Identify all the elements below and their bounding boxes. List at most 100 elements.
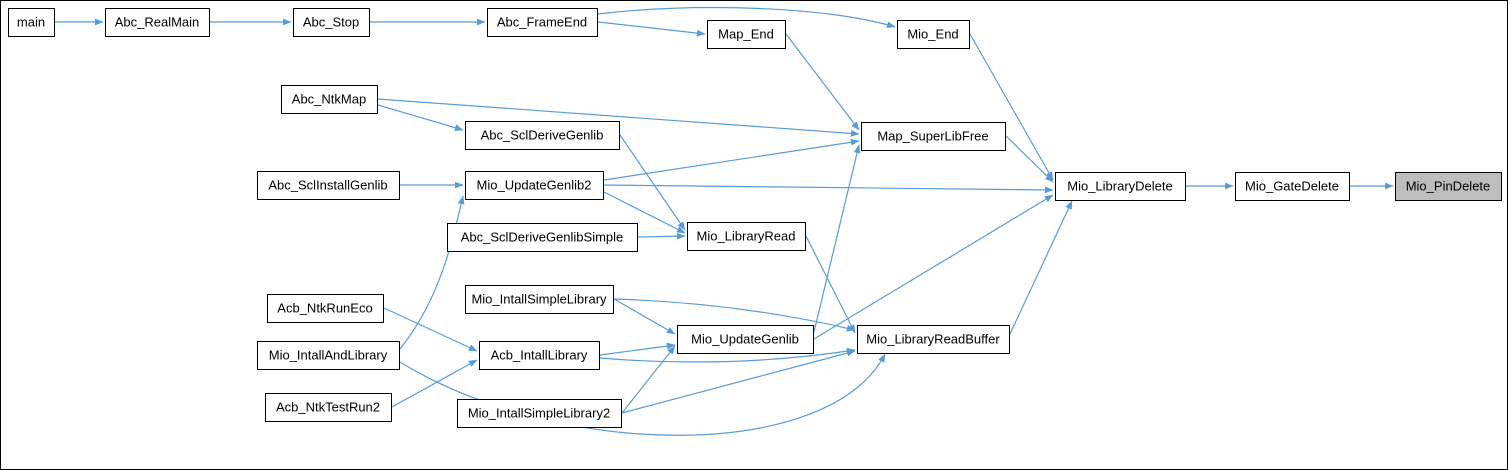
node-box <box>105 8 210 37</box>
node-label: Mio_UpdateGenlib <box>691 332 799 347</box>
edge-Abc_SclDeriveGenlibSimple-Mio_LibraryRead <box>637 232 686 240</box>
edge-Mio_IntallSimpleLibrary-Mio_UpdateGenlib <box>613 298 676 335</box>
node-Abc_Stop[interactable]: Abc_Stop <box>293 8 370 37</box>
node-Mio_GateDelete[interactable]: Mio_GateDelete <box>1235 172 1350 201</box>
node-label: Mio_LibraryDelete <box>1067 179 1173 194</box>
edge-Mio_End-Mio_LibraryDelete <box>969 33 1054 181</box>
node-box <box>677 325 814 354</box>
edge-Mio_UpdateGenlib-Map_SuperLibFree <box>813 144 861 333</box>
node-Mio_LibraryRead[interactable]: Mio_LibraryRead <box>687 222 806 251</box>
edge-Acb_NtkTestRun2-Acb_IntallLibrary <box>391 359 478 408</box>
node-label: Abc_RealMain <box>115 15 200 30</box>
node-box <box>257 341 400 370</box>
node-Map_End[interactable]: Map_End <box>707 20 786 49</box>
edge-Acb_NtkRunEco-Acb_IntallLibrary <box>383 307 478 352</box>
node-label: Abc_Stop <box>303 15 359 30</box>
node-Mio_LibraryDelete[interactable]: Mio_LibraryDelete <box>1055 172 1186 201</box>
node-box <box>707 20 786 49</box>
node-Abc_SclDeriveGenlib[interactable]: Abc_SclDeriveGenlib <box>465 121 620 150</box>
edge-Mio_UpdateGenlib2-Mio_LibraryRead <box>603 191 686 234</box>
node-box <box>293 8 370 37</box>
node-label: Abc_SclDeriveGenlib <box>481 128 604 143</box>
node-Mio_IntallSimpleLibrary2[interactable]: Mio_IntallSimpleLibrary2 <box>457 399 622 428</box>
edge-Abc_NtkMap-Map_SuperLibFree <box>377 98 860 137</box>
edge-Acb_IntallLibrary-Mio_UpdateGenlib <box>599 342 676 356</box>
node-box <box>465 171 604 200</box>
nodes: main Abc_RealMain Abc_Stop Abc_FrameEndMap_… <box>8 8 1502 428</box>
node-Abc_NtkMap[interactable]: Abc_NtkMap <box>281 85 378 114</box>
edge-Mio_UpdateGenlib2-Mio_LibraryDelete <box>603 184 1054 194</box>
node-box <box>281 85 378 114</box>
edge-Map_End-Map_SuperLibFree <box>785 33 860 131</box>
edge-Mio_IntallSimpleLibrary-Mio_LibraryReadBuffer <box>613 298 856 332</box>
node-label: Mio_GateDelete <box>1245 179 1339 194</box>
edge-Mio_IntallAndLibrary-Mio_LibraryReadBuffer <box>399 353 886 436</box>
node-box <box>1395 172 1502 201</box>
node-Acb_IntallLibrary[interactable]: Acb_IntallLibrary <box>479 341 600 370</box>
edge-Mio_IntallSimpleLibrary2-Mio_LibraryReadBuffer <box>621 349 856 414</box>
node-label: Mio_LibraryRead <box>697 229 796 244</box>
node-box <box>465 285 614 314</box>
node-box <box>267 294 384 323</box>
node-box <box>897 20 970 49</box>
node-Mio_IntallAndLibrary[interactable]: Mio_IntallAndLibrary <box>257 341 400 370</box>
node-Mio_PinDelete: Mio_PinDelete <box>1395 172 1502 201</box>
edge-Mio_IntallSimpleLibrary2-Mio_UpdateGenlib <box>621 345 676 414</box>
node-Mio_IntallSimpleLibrary[interactable]: Mio_IntallSimpleLibrary <box>465 285 614 314</box>
edge-Abc_NtkMap-Abc_SclDeriveGenlib <box>377 104 464 131</box>
node-label: Mio_LibraryReadBuffer <box>866 332 1000 347</box>
node-box <box>457 399 622 428</box>
node-label: Mio_IntallAndLibrary <box>269 348 388 363</box>
node-Acb_NtkRunEco[interactable]: Acb_NtkRunEco <box>267 294 384 323</box>
node-Acb_NtkTestRun2[interactable]: Acb_NtkTestRun2 <box>265 393 392 422</box>
node-label: Abc_SclDeriveGenlibSimple <box>461 230 624 245</box>
node-label: Mio_IntallSimpleLibrary2 <box>468 406 610 421</box>
node-label: Abc_SclInstallGenlib <box>268 178 387 193</box>
node-Abc_SclDeriveGenlibSimple[interactable]: Abc_SclDeriveGenlibSimple <box>447 223 638 252</box>
node-box <box>479 341 600 370</box>
node-box <box>1055 172 1186 201</box>
node-box <box>487 8 598 37</box>
node-box <box>465 121 620 150</box>
node-Map_SuperLibFree[interactable]: Map_SuperLibFree <box>861 122 1006 151</box>
node-box <box>861 122 1006 151</box>
node-Mio_UpdateGenlib2[interactable]: Mio_UpdateGenlib2 <box>465 171 604 200</box>
node-label: Acb_NtkRunEco <box>277 301 372 316</box>
node-box <box>257 171 400 200</box>
edge-Mio_IntallAndLibrary-Mio_UpdateGenlib2 <box>399 195 465 350</box>
node-box <box>687 222 806 251</box>
node-Abc_FrameEnd[interactable]: Abc_FrameEnd <box>487 8 598 37</box>
edge-Abc_FrameEnd-Map_End <box>597 21 706 37</box>
node-main[interactable]: main <box>8 8 55 37</box>
edge-Mio_LibraryRead-Mio_LibraryReadBuffer <box>805 235 856 334</box>
node-Mio_End[interactable]: Mio_End <box>897 20 970 49</box>
node-label: Mio_IntallSimpleLibrary <box>471 292 607 307</box>
edge-Mio_LibraryReadBuffer-Mio_LibraryDelete <box>1009 200 1073 335</box>
node-box <box>1235 172 1350 201</box>
node-label: Map_SuperLibFree <box>877 129 988 144</box>
node-Abc_SclInstallGenlib[interactable]: Abc_SclInstallGenlib <box>257 171 400 200</box>
node-label: Abc_NtkMap <box>292 92 366 107</box>
node-label: Acb_IntallLibrary <box>491 348 588 363</box>
node-Mio_LibraryReadBuffer[interactable]: Mio_LibraryReadBuffer <box>857 325 1010 354</box>
edge-Mio_UpdateGenlib2-Map_SuperLibFree <box>603 138 860 181</box>
edge-Abc_SclDeriveGenlib-Mio_LibraryRead <box>619 134 686 231</box>
node-box <box>447 223 638 252</box>
edge-Mio_UpdateGenlib-Mio_LibraryDelete <box>813 194 1054 340</box>
edge-Acb_IntallLibrary-Mio_LibraryReadBuffer <box>599 347 856 363</box>
node-label: Abc_FrameEnd <box>497 15 587 30</box>
node-box <box>857 325 1010 354</box>
node-Mio_UpdateGenlib[interactable]: Mio_UpdateGenlib <box>677 325 814 354</box>
node-label: Acb_NtkTestRun2 <box>276 400 380 415</box>
edges <box>55 6 1394 436</box>
node-label: Mio_End <box>907 27 958 42</box>
edge-Map_SuperLibFree-Mio_LibraryDelete <box>1005 135 1054 183</box>
node-Abc_RealMain[interactable]: Abc_RealMain <box>105 8 210 37</box>
edge-Abc_FrameEnd-Mio_End <box>597 6 896 28</box>
node-label: main <box>17 15 45 30</box>
node-label: Mio_UpdateGenlib2 <box>477 178 592 193</box>
node-label: Map_End <box>718 27 774 42</box>
node-label: Mio_PinDelete <box>1406 179 1491 194</box>
